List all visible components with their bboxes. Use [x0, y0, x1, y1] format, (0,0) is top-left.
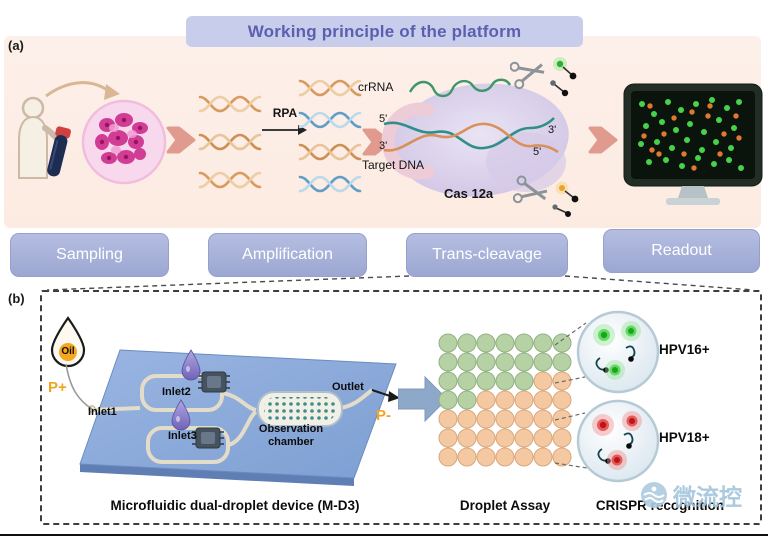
- quencher-icon: [552, 204, 571, 217]
- step-sampling: Sampling: [10, 233, 169, 277]
- positive-droplet-dots: [638, 97, 744, 171]
- left-3prime-label: 3': [379, 140, 388, 152]
- panel-a-label: (a): [8, 38, 24, 53]
- p-plus-label: P+: [48, 379, 67, 396]
- step-label: Trans-cleavage: [432, 246, 542, 263]
- p-minus-label: P-: [376, 407, 391, 424]
- right-5prime-label: 5': [533, 146, 542, 158]
- step-amplification: Amplification: [208, 233, 367, 277]
- monitor-icon: [623, 83, 763, 205]
- step-readout: Readout: [603, 229, 760, 273]
- inlet3-label: Inlet3: [168, 430, 197, 442]
- rpa-label: RPA: [272, 106, 298, 120]
- panel-b-label: (b): [8, 291, 25, 306]
- watermark: 微流控: [640, 478, 742, 512]
- device-top-face: [79, 349, 397, 479]
- left-5prime-label: 5': [379, 113, 388, 125]
- crrna-label: crRNA: [358, 80, 394, 94]
- hpv16-inset: [576, 310, 660, 394]
- dna-strand-bottom: [383, 122, 559, 154]
- monitor-stand: [678, 186, 708, 198]
- negative-droplet-dots: [641, 103, 742, 171]
- oil-drop-icon: [50, 316, 86, 368]
- panel-b-box: [40, 290, 762, 525]
- microfluidic-device-illustration: [79, 349, 400, 486]
- water-droplet-icon: [171, 399, 191, 431]
- oil-tubing-line: [65, 363, 93, 410]
- scissors-icon: [510, 61, 545, 90]
- water-droplet-icon: [181, 349, 201, 381]
- figure-title: Working principle of the platform: [247, 21, 522, 41]
- reporter-yellow-icon: [555, 181, 579, 203]
- dna-strand-top: [383, 117, 555, 150]
- observation-chamber-label: Observation chamber: [258, 423, 324, 448]
- inlet1-label: Inlet1: [88, 406, 117, 418]
- watermark-logo-icon: [641, 482, 667, 508]
- inlet2-label: Inlet2: [162, 386, 191, 398]
- curved-arrow-icon: [45, 81, 111, 98]
- quencher-icon: [550, 80, 569, 97]
- reporter-green-icon: [553, 57, 577, 80]
- cleavage-top-illustration: [510, 57, 577, 97]
- blood-tube-icon: [47, 126, 71, 177]
- droplet-assay-caption: Droplet Assay: [459, 498, 551, 513]
- device-channels: [91, 374, 374, 464]
- oil-label: Oil: [61, 346, 75, 357]
- device-side-face: [80, 464, 354, 486]
- device-caption: Microfluidic dual-droplet device (M-D3): [110, 498, 360, 513]
- hpv18-label: HPV18+: [659, 430, 710, 445]
- red-signal-dots: [592, 411, 642, 470]
- crrna-strand: [408, 78, 512, 98]
- sampling-illustration: [18, 81, 167, 185]
- hpv18-inset: [576, 399, 660, 483]
- target-dna-label: Target DNA: [362, 158, 425, 172]
- scissors-icon: [512, 175, 548, 204]
- zoom-connector-lines: [46, 275, 754, 291]
- cas12a-complex-illustration: [381, 78, 569, 197]
- cas12a-label: Cas 12a: [444, 186, 494, 201]
- droplet-array: [438, 333, 572, 467]
- outlet-label: Outlet: [332, 381, 364, 393]
- step-label: Readout: [651, 242, 712, 259]
- chip-icon: [192, 427, 224, 449]
- right-3prime-label: 3': [548, 124, 557, 136]
- hpv16-label: HPV16+: [659, 342, 710, 357]
- chip-icon: [198, 371, 230, 393]
- step-label: Sampling: [56, 246, 123, 263]
- protein-pocket-shape: [381, 102, 435, 180]
- inset-connector-lines: [554, 322, 588, 469]
- step-label: Amplification: [242, 246, 333, 263]
- cleavage-bottom-illustration: [512, 175, 579, 217]
- title-banner: Working principle of the platform: [186, 16, 583, 47]
- rpa-arrow-icon: [262, 125, 307, 135]
- transfer-arrow-icon: [398, 376, 448, 422]
- step-trans-cleavage: Trans-cleavage: [406, 233, 568, 277]
- green-signal-dots: [593, 321, 641, 380]
- watermark-text: 微流控: [673, 484, 742, 510]
- outlet-arrow: [371, 389, 391, 397]
- cells-icon: [81, 99, 167, 185]
